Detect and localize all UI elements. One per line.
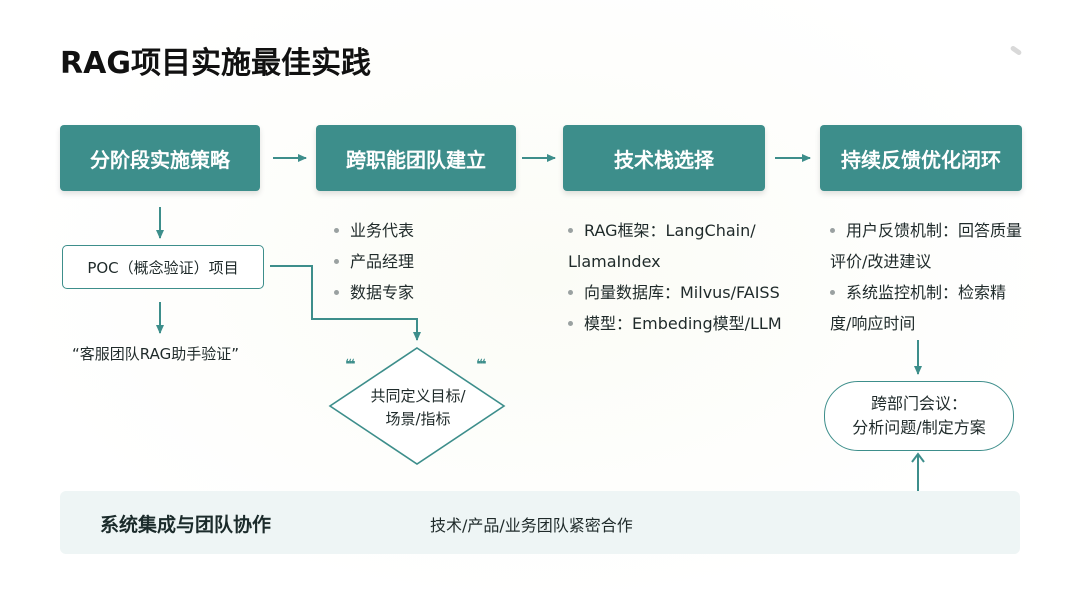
tech-stack-list: RAG框架：LangChain/ LlamaIndex 向量数据库：Milvus… [568, 215, 782, 339]
goal-diamond-text: 共同定义目标/ 场景/指标 [350, 385, 486, 431]
sparkle-icon-right: ❛❛❛ [476, 357, 486, 373]
stage-cross-functional-team: 跨职能团队建立 [316, 125, 516, 191]
list-item: 数据专家 [334, 277, 414, 308]
list-item: 用户反馈机制：回答质量 [830, 215, 1022, 246]
team-members-list: 业务代表 产品经理 数据专家 [334, 215, 414, 308]
stage-feedback-loop: 持续反馈优化闭环 [820, 125, 1022, 191]
list-item: 系统监控机制：检索精 [830, 277, 1022, 308]
meeting-pill: 跨部门会议： 分析问题/制定方案 [824, 381, 1014, 451]
list-item-continued: 度/响应时间 [830, 314, 916, 333]
list-item-continued: 评价/改进建议 [830, 252, 932, 271]
stage-tech-stack: 技术栈选择 [563, 125, 765, 191]
feedback-loop-list: 用户反馈机制：回答质量 评价/改进建议 系统监控机制：检索精 度/响应时间 [830, 215, 1022, 339]
stage-phased-strategy: 分阶段实施策略 [60, 125, 260, 191]
goal-line-2: 场景/指标 [385, 410, 451, 428]
meeting-line-2: 分析问题/制定方案 [852, 418, 986, 437]
meeting-line-1: 跨部门会议： [870, 394, 967, 413]
goal-diamond [328, 347, 506, 465]
list-item: 业务代表 [334, 215, 414, 246]
sparkle-icon-left: ❛❛❛ [345, 357, 355, 373]
poc-box: POC（概念验证）项目 [62, 245, 264, 289]
poc-example: “客服团队RAG助手验证” [72, 345, 239, 363]
integration-title: 系统集成与团队协作 [100, 514, 272, 536]
integration-band [60, 491, 1020, 554]
list-item: 向量数据库：Milvus/FAISS [568, 277, 782, 308]
list-item: 产品经理 [334, 246, 414, 277]
page-title: RAG项目实施最佳实践 [60, 46, 371, 81]
arrow-poc-to-diamond [270, 265, 421, 341]
goal-line-1: 共同定义目标/ [370, 387, 466, 405]
list-item: 模型：Embeding模型/LLM [568, 308, 782, 339]
list-item: RAG框架：LangChain/ [568, 215, 782, 246]
integration-text: 技术/产品/业务团队紧密合作 [430, 516, 633, 535]
list-item-continued: LlamaIndex [568, 252, 661, 271]
arrow-band-to-meeting-head [911, 452, 925, 463]
